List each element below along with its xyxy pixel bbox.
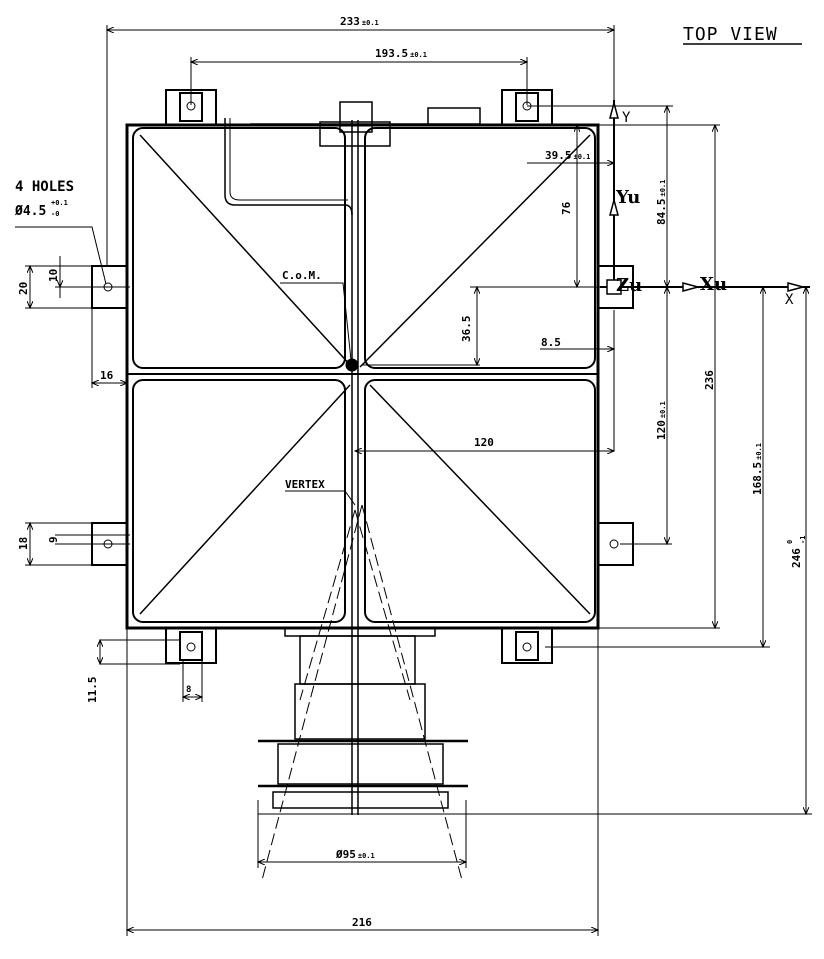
dim-9: 9 <box>47 536 60 543</box>
dim-11-5: 11.5 <box>86 677 99 704</box>
dim-246-tol-lower: -1 <box>799 536 807 544</box>
hole-tol-lower: -0 <box>51 210 59 218</box>
vertex-label: VERTEX <box>285 478 325 491</box>
dim-10: 10 <box>47 269 60 282</box>
dim-246: 246 -1 0 <box>786 536 807 568</box>
dim-84-5: 84.5±0.1 <box>655 180 668 225</box>
dim-236: 236 <box>703 370 716 390</box>
dim-246-value: 246 <box>790 548 803 568</box>
dim-20: 20 <box>17 282 30 295</box>
dim-18: 18 <box>17 537 30 550</box>
axis-label-xu: Xu <box>700 274 727 295</box>
dim-8: 8 <box>186 685 191 695</box>
dim-76: 76 <box>560 201 573 215</box>
axis-label-yu: Yu <box>615 187 640 208</box>
dim-16: 16 <box>100 369 114 382</box>
dim-216: 216 <box>352 916 372 929</box>
axis-label-zu: Zu <box>616 275 642 296</box>
axis-label-x: X <box>785 292 794 308</box>
dim-95: Ø95±0.1 <box>335 848 375 861</box>
dim-168-5: 168.5±0.1 <box>751 443 764 495</box>
com-label: C.o.M. <box>282 269 322 282</box>
dim-233: 233±0.1 <box>340 15 379 28</box>
detector-body <box>125 101 600 815</box>
telescope-assembly <box>258 504 468 881</box>
dim-193-5: 193.5±0.1 <box>375 47 427 60</box>
holes-note: 4 HOLES <box>15 179 74 195</box>
dim-39-5: 39.5±0.1 <box>545 149 590 162</box>
coordinate-axes <box>600 100 810 295</box>
dim-246-tol-upper: 0 <box>786 540 794 544</box>
dim-36-5: 36.5 <box>460 316 473 343</box>
dim-120: 120 <box>474 436 494 449</box>
hole-tol-upper: +0.1 <box>51 199 68 207</box>
view-title: TOP VIEW <box>683 24 778 45</box>
dim-120-tol: 120±0.1 <box>655 401 668 440</box>
dim-8-5: 8.5 <box>541 336 561 349</box>
axis-label-y: Y <box>622 110 631 126</box>
hole-diameter: Ø4.5 <box>14 204 46 219</box>
dimension-lines <box>15 25 812 936</box>
